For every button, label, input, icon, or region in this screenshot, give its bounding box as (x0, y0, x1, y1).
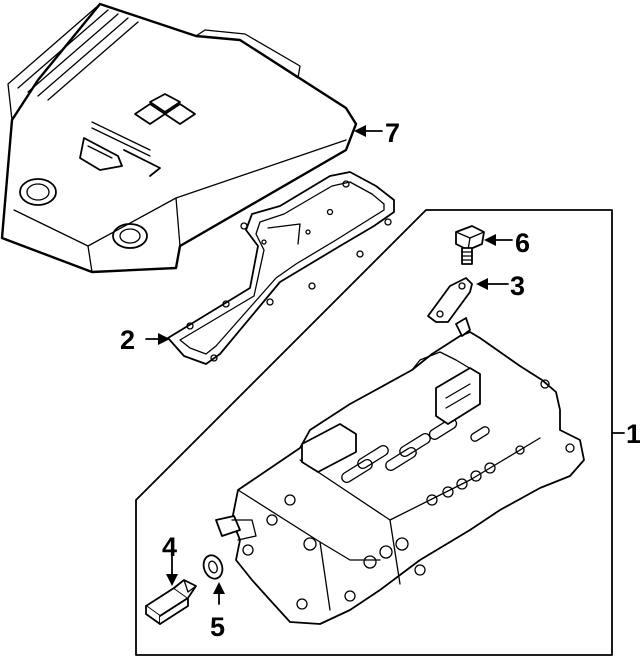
callout-7: 7 (385, 118, 400, 148)
callout-4: 4 (162, 532, 177, 562)
ev-emblem-icon (79, 137, 161, 177)
part-6-bolt (455, 225, 485, 265)
three-diamond-logo-icon (134, 93, 196, 125)
assembly-frame (135, 209, 613, 656)
part-1-housing (215, 317, 585, 625)
part-3-busbar (427, 277, 473, 323)
callout-3: 3 (510, 271, 525, 301)
callout-6: 6 (515, 228, 530, 258)
part-7-cover (0, 2, 358, 274)
part-2-gasket (167, 171, 395, 365)
callout-1: 1 (626, 419, 640, 449)
callout-2: 2 (120, 325, 135, 355)
leader-lines (145, 125, 625, 605)
callout-5: 5 (210, 612, 225, 642)
part-4-sensor (145, 579, 197, 625)
part-5-washer (202, 554, 224, 580)
